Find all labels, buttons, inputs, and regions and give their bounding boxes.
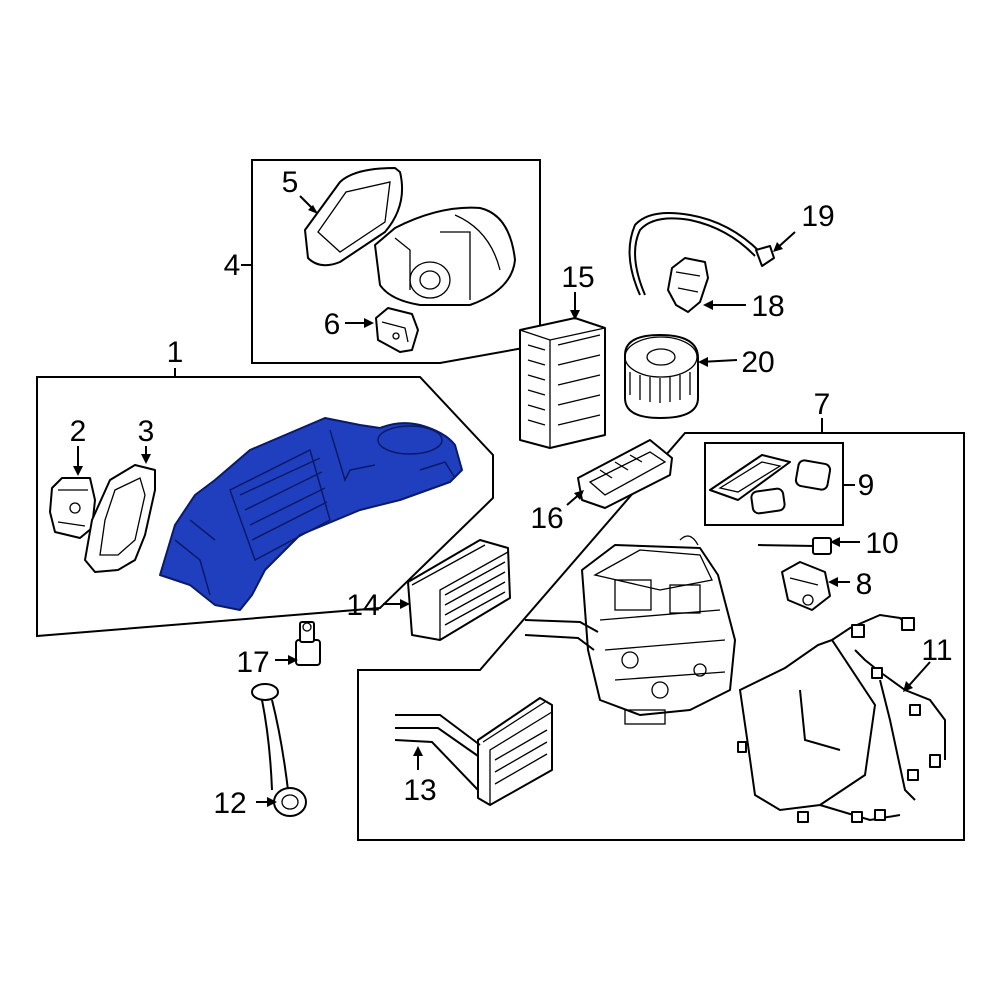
group-frame-1 xyxy=(36,376,494,638)
callout-19: 19 xyxy=(801,200,834,233)
blower-motor-20[interactable] xyxy=(624,334,699,419)
seal-3[interactable] xyxy=(84,464,156,573)
actuator-8[interactable] xyxy=(781,561,831,611)
arrowheads xyxy=(73,205,913,807)
valve-17[interactable] xyxy=(295,621,321,666)
callout-13: 13 xyxy=(403,774,436,807)
callout-18: 18 xyxy=(751,290,784,323)
callout-5: 5 xyxy=(282,166,299,199)
evaporator-case-1[interactable] xyxy=(159,417,463,611)
cabin-filter-15[interactable] xyxy=(519,317,606,449)
callout-12: 12 xyxy=(213,787,246,820)
callout-2: 2 xyxy=(70,415,87,448)
callout-3: 3 xyxy=(138,415,155,448)
gasket-set-9[interactable] xyxy=(709,454,832,515)
wiring-harness-11[interactable] xyxy=(737,613,946,823)
heater-core-13[interactable] xyxy=(394,697,553,806)
unit-pipes xyxy=(524,619,599,651)
hvac-unit-7[interactable] xyxy=(581,535,736,725)
duct-bracket-16[interactable] xyxy=(577,439,673,509)
callout-14: 14 xyxy=(346,589,379,622)
callout-9: 9 xyxy=(858,469,875,502)
callout-7: 7 xyxy=(814,388,831,421)
callout-15: 15 xyxy=(561,261,594,294)
drain-hose-12[interactable] xyxy=(251,683,307,817)
callout-4: 4 xyxy=(224,249,241,282)
callout-6: 6 xyxy=(324,308,341,341)
sensor-probe-10[interactable] xyxy=(757,537,832,555)
evaporator-core-14[interactable] xyxy=(407,539,511,641)
callout-1: 1 xyxy=(167,336,184,369)
sensor-18[interactable] xyxy=(667,257,709,313)
callout-17: 17 xyxy=(236,646,269,679)
callout-10: 10 xyxy=(865,527,898,560)
group-frame-7 xyxy=(357,432,965,841)
blower-housing-4[interactable] xyxy=(374,206,516,306)
callout-8: 8 xyxy=(856,568,873,601)
module-2[interactable] xyxy=(49,477,96,539)
callout-20: 20 xyxy=(741,346,774,379)
group-frame-4 xyxy=(251,159,541,364)
gasket-5[interactable] xyxy=(304,167,404,267)
sensor-tube-19[interactable] xyxy=(628,212,775,296)
callout-11: 11 xyxy=(921,634,952,667)
actuator-6[interactable] xyxy=(375,307,419,353)
callout-16: 16 xyxy=(530,502,563,535)
